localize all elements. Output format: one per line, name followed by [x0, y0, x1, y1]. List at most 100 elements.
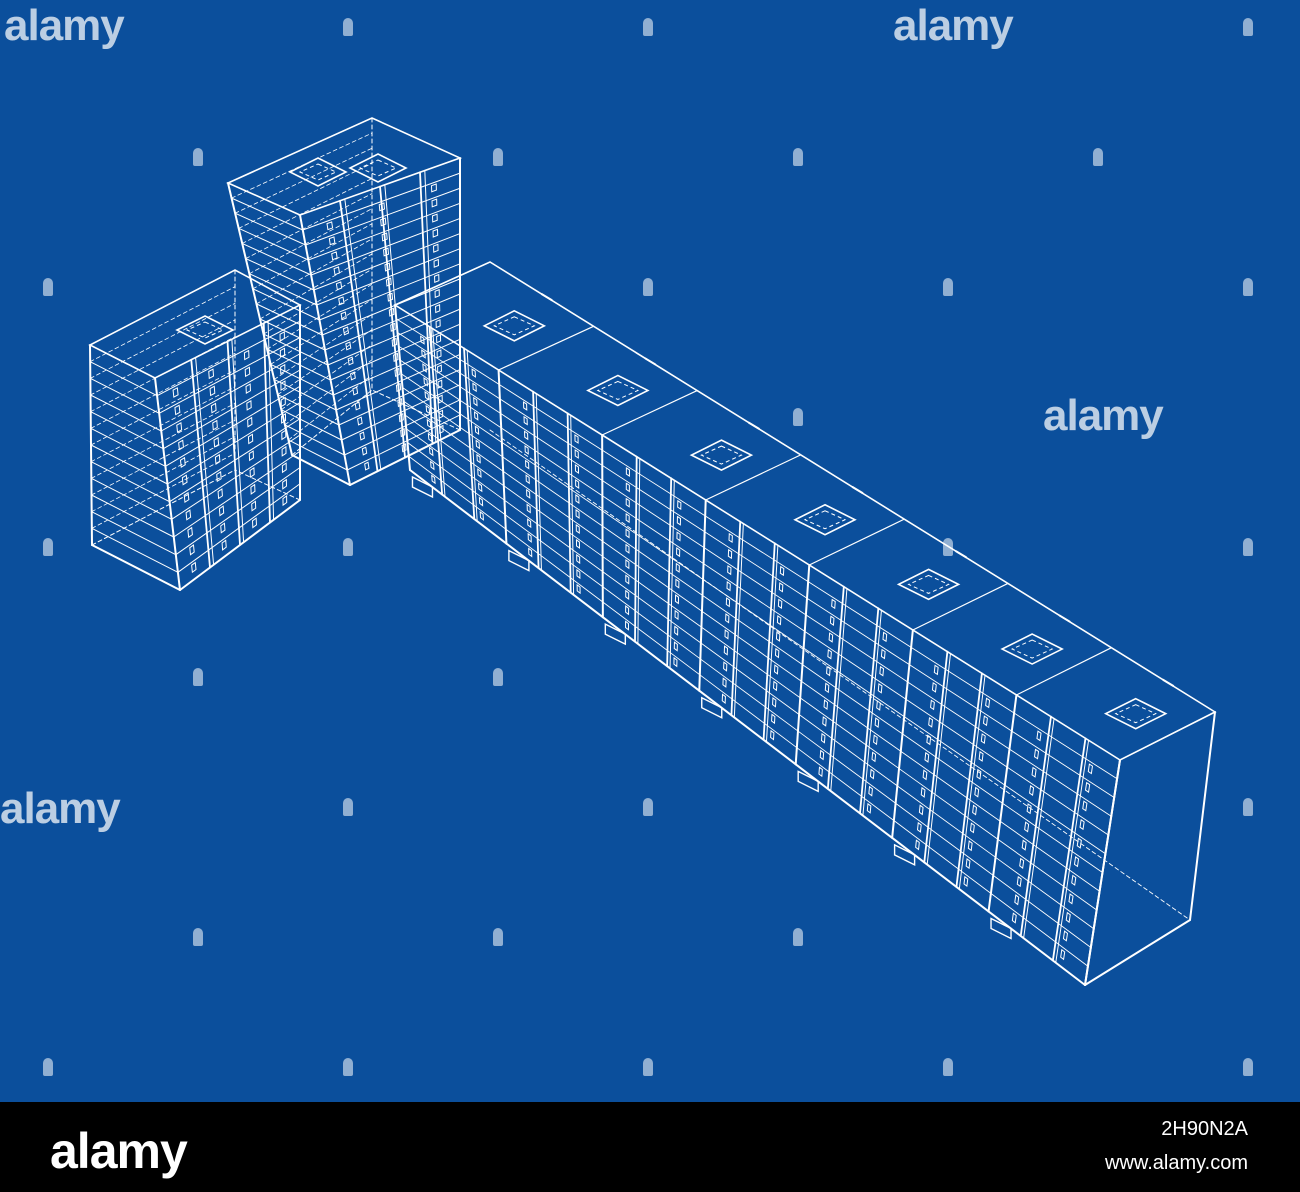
footer-logo[interactable]: alamy	[50, 1123, 188, 1179]
main-slab-floor-line	[910, 646, 1015, 714]
tower-window	[395, 382, 402, 393]
left-wing-window	[187, 526, 193, 539]
left-wing-window	[251, 517, 257, 529]
main-slab-window	[726, 581, 731, 592]
main-slab-floor-line	[703, 547, 807, 616]
left-wing-hidden-base	[234, 469, 301, 501]
tower-window	[354, 401, 361, 411]
main-slab-window	[868, 785, 873, 797]
watermark-mark	[1243, 798, 1253, 816]
main-slab-floor-line	[807, 581, 912, 648]
main-slab-floor-line	[500, 427, 603, 497]
left-wing-floor-line	[90, 394, 162, 432]
main-slab-window	[428, 446, 434, 457]
main-slab-window	[474, 425, 480, 436]
main-slab-window	[625, 528, 630, 539]
tower-window	[431, 183, 437, 193]
main-slab-floor-line	[602, 555, 702, 628]
main-slab-window	[471, 368, 477, 378]
main-slab-floor-line	[701, 610, 802, 682]
main-slab-floor-line	[893, 820, 992, 894]
tower-hidden-base	[291, 389, 373, 456]
left-wing-window	[282, 494, 288, 507]
tower-roof-hatch	[288, 157, 348, 187]
left-wing-window	[247, 416, 253, 428]
main-slab-window	[420, 335, 425, 345]
main-slab-window	[674, 625, 679, 636]
main-slab-floor-line	[704, 515, 809, 583]
tower-window	[380, 217, 387, 227]
left-wing-window	[279, 331, 285, 342]
tower-floor-line	[259, 318, 326, 351]
image-id-label: 2H90N2A	[1161, 1118, 1248, 1140]
main-slab-floor-line	[1002, 802, 1103, 873]
left-wing-column	[262, 322, 271, 524]
main-slab-roof-hatch	[700, 445, 743, 465]
main-slab-base	[601, 616, 701, 692]
watermark-logo: alamy	[0, 784, 121, 833]
main-slab-window	[727, 564, 732, 576]
watermark-mark	[1093, 148, 1103, 166]
main-slab-window	[473, 396, 478, 407]
main-slab-floor-line	[805, 614, 909, 683]
main-slab-segment-line	[1119, 711, 1216, 761]
main-slab-entrance	[701, 696, 723, 719]
main-slab-entrance	[508, 549, 530, 572]
main-slab-window	[1014, 894, 1020, 906]
main-slab-window	[575, 494, 580, 504]
tower-window	[364, 461, 370, 471]
tower-window	[431, 198, 438, 208]
left-wing-window	[209, 385, 216, 397]
tower-window	[381, 232, 388, 242]
main-slab-floor-line	[703, 563, 806, 632]
main-slab-window	[625, 605, 630, 616]
main-slab-window	[1082, 800, 1088, 812]
main-slab-parapet	[955, 550, 968, 559]
main-slab-window	[722, 677, 727, 688]
tower-window	[342, 326, 350, 336]
main-slab-column	[765, 544, 779, 743]
main-slab-floor-line	[601, 449, 706, 517]
watermark-mark	[493, 928, 503, 946]
tower-window	[345, 341, 352, 351]
footer-url-link[interactable]: www.alamy.com	[1105, 1152, 1248, 1174]
main-slab-roof-hatch	[1103, 697, 1168, 730]
main-slab-column	[830, 588, 848, 792]
main-slab-window	[773, 680, 778, 692]
watermark-mark	[193, 928, 203, 946]
main-slab-window	[972, 804, 978, 816]
left-wing-window	[251, 500, 257, 512]
main-slab-floor-line	[501, 441, 603, 512]
main-slab-window	[526, 488, 531, 499]
tower-hidden-floor	[241, 178, 373, 244]
left-wing-window	[179, 456, 186, 468]
tower-hidden-floor	[245, 193, 373, 259]
main-slab-roof-hatch	[896, 568, 961, 601]
main-slab-window	[985, 697, 991, 709]
main-slab-segment-line	[601, 389, 698, 436]
left-wing-floor-line	[91, 511, 177, 556]
main-slab-window	[776, 615, 782, 626]
main-slab-column	[466, 349, 478, 522]
left-wing-floor-line	[91, 494, 175, 538]
main-slab-window	[478, 482, 483, 493]
left-wing-window	[279, 347, 286, 358]
left-wing-window	[212, 419, 218, 431]
main-slab-window	[976, 768, 982, 780]
main-slab-window	[575, 523, 580, 535]
tower-window	[394, 367, 400, 378]
tower-floor-line	[266, 348, 332, 381]
main-slab-window	[770, 729, 775, 741]
main-slab-entrance	[604, 623, 627, 646]
main-slab-parapet	[1162, 678, 1175, 687]
left-wing-window	[178, 439, 184, 451]
main-slab-segment-line	[497, 325, 595, 371]
tower-window	[436, 349, 442, 359]
main-slab-column	[637, 458, 641, 645]
main-slab-window	[625, 574, 630, 585]
main-slab-window	[676, 547, 681, 558]
main-slab-window	[980, 733, 986, 745]
tower-floor-line	[284, 424, 345, 456]
main-slab-window	[775, 631, 781, 642]
main-slab-floor-line	[498, 384, 603, 451]
